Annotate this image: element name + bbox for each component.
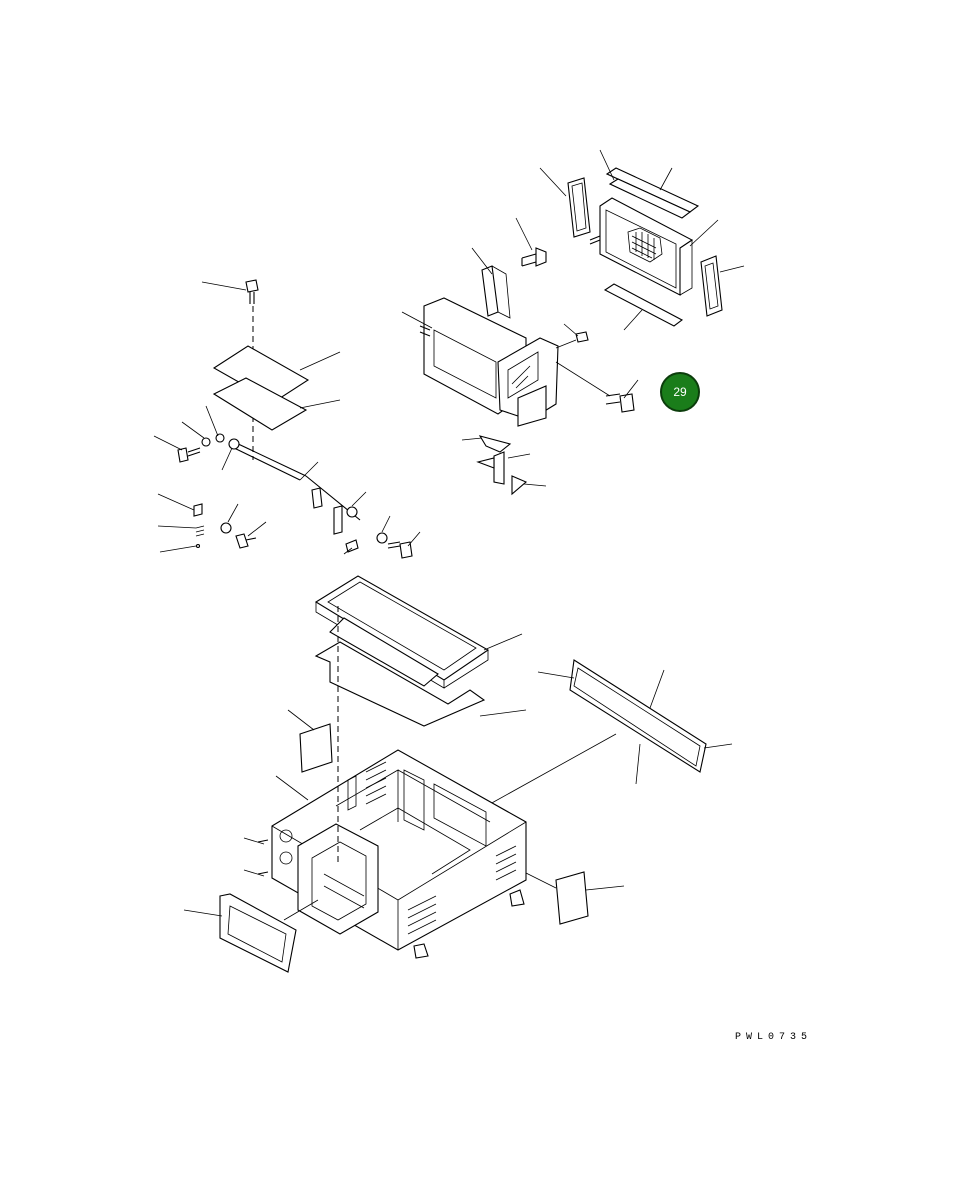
filter-element-assembly <box>539 149 745 331</box>
drawing-reference-code: PWL0735 <box>735 1032 813 1043</box>
heater-bracket <box>401 217 639 496</box>
housing-assembly <box>183 575 733 973</box>
mounting-plates <box>153 279 421 559</box>
callout-badge-29[interactable]: 29 <box>660 372 700 412</box>
